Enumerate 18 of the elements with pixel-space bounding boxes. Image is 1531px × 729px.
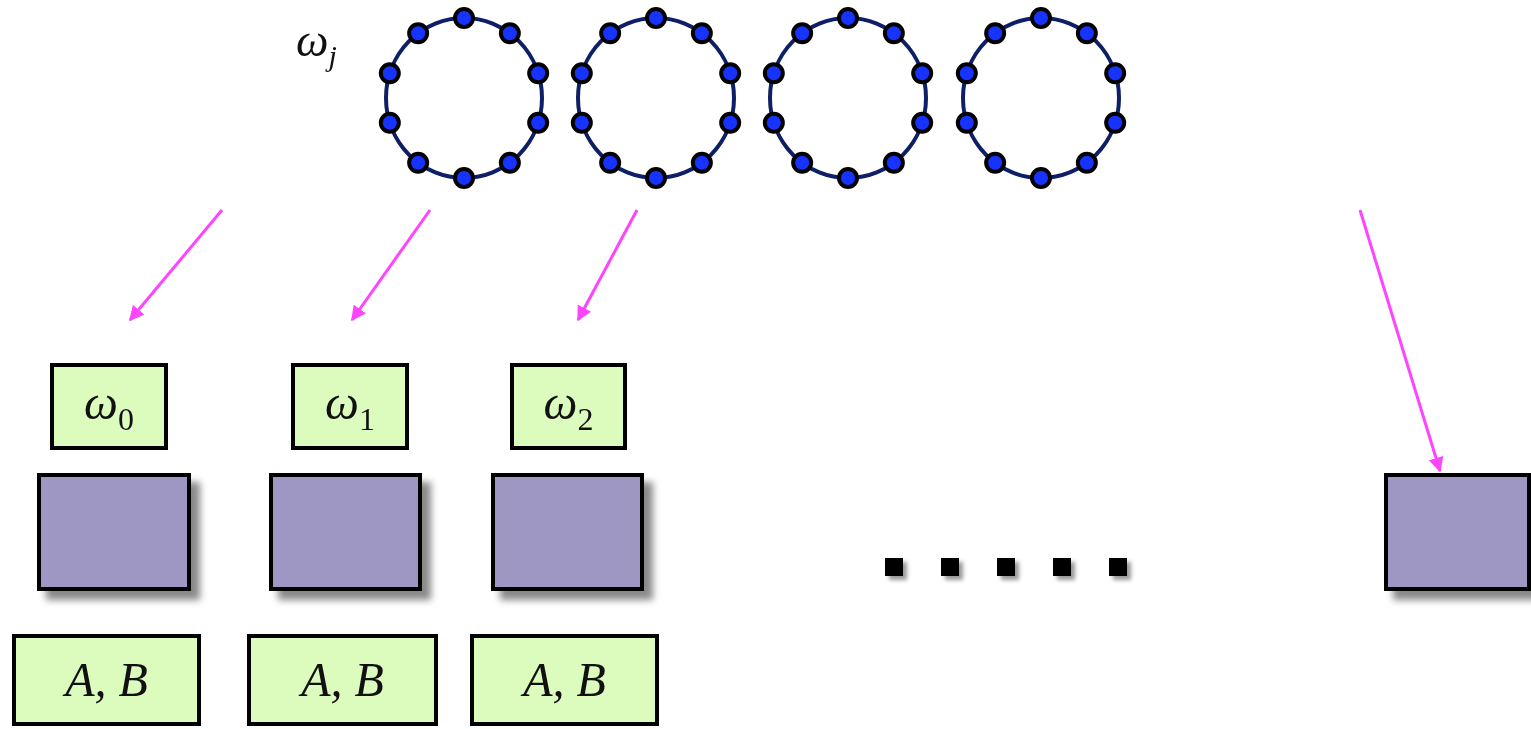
label-box xyxy=(50,363,168,450)
arrow xyxy=(128,209,224,322)
arrow xyxy=(1358,209,1444,473)
label-box xyxy=(12,634,201,726)
label-box xyxy=(291,363,409,450)
label-box xyxy=(470,634,659,726)
label-box xyxy=(510,363,627,450)
math-text: ω$_{0}$ xyxy=(84,378,134,435)
arrow xyxy=(350,209,432,322)
math-text: ω$_{2}$ xyxy=(543,378,594,435)
math-text: ω$_{1}$ xyxy=(325,378,375,435)
block-box xyxy=(269,473,422,591)
block-box xyxy=(37,473,191,591)
variable-label: ω$_{j}$ xyxy=(296,18,337,72)
block-box xyxy=(491,473,644,591)
arrow xyxy=(576,209,639,322)
label-box xyxy=(247,634,438,726)
block-box xyxy=(1384,473,1531,591)
